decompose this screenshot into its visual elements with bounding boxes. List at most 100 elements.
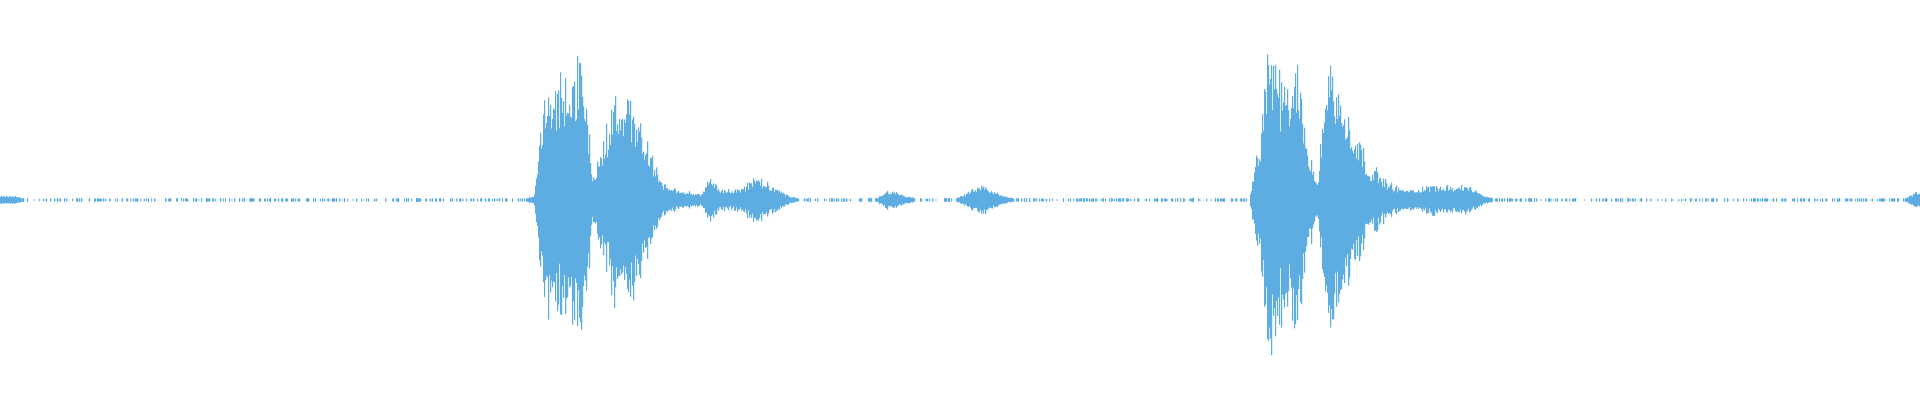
waveform-column <box>968 191 970 208</box>
waveform-column <box>795 197 797 202</box>
waveform-column <box>1319 170 1321 232</box>
waveform-column <box>1350 149 1352 259</box>
waveform-column <box>471 198 473 202</box>
waveform-column <box>1166 198 1168 202</box>
waveform-column <box>1 195 3 205</box>
waveform-column <box>1877 198 1879 202</box>
waveform-column <box>4 196 6 204</box>
waveform-column <box>769 190 771 211</box>
waveform-column <box>1296 112 1298 296</box>
waveform-column <box>591 174 593 225</box>
waveform-column <box>1438 191 1440 209</box>
waveform-column <box>763 185 765 215</box>
waveform-column <box>654 170 656 231</box>
waveform-column <box>95 198 97 202</box>
waveform-column <box>1499 198 1501 202</box>
waveform-column <box>784 194 786 207</box>
waveform-column <box>633 116 635 301</box>
waveform-column <box>1259 159 1261 244</box>
waveform-column <box>1439 188 1441 211</box>
waveform-column <box>722 189 724 210</box>
waveform-column <box>1246 198 1248 202</box>
waveform-column <box>293 198 295 202</box>
waveform-column <box>600 157 602 249</box>
waveform-column <box>780 193 782 207</box>
waveform-column <box>1458 188 1460 212</box>
waveform-column <box>1370 180 1372 223</box>
waveform-column <box>897 193 899 207</box>
waveform-column <box>206 198 208 202</box>
waveform-column <box>1466 187 1468 212</box>
waveform-column <box>99 198 101 202</box>
waveform-column <box>1764 198 1766 202</box>
waveform-column <box>1450 186 1452 213</box>
waveform-column <box>1308 166 1310 238</box>
waveform-column <box>1272 110 1274 295</box>
waveform-column <box>618 133 620 276</box>
waveform-column <box>1412 190 1414 209</box>
waveform-column <box>913 198 915 202</box>
waveform-column <box>66 198 68 202</box>
waveform-column <box>703 191 705 209</box>
waveform-column <box>581 75 583 330</box>
waveform-column <box>578 109 580 290</box>
waveform-column <box>717 190 719 209</box>
waveform-column <box>1354 149 1356 259</box>
waveform-column <box>201 198 203 202</box>
waveform-column <box>1814 198 1816 202</box>
waveform-column <box>1702 198 1704 202</box>
waveform-column <box>494 198 496 202</box>
waveform-column <box>787 195 789 205</box>
waveform-column <box>1316 183 1318 217</box>
waveform-column <box>18 197 20 203</box>
waveform-column <box>592 181 594 217</box>
waveform-column <box>542 144 544 256</box>
waveform-column <box>564 126 566 275</box>
waveform-column <box>1008 198 1010 202</box>
waveform-column <box>1222 198 1224 202</box>
waveform-column <box>1573 198 1575 202</box>
waveform-column <box>1496 198 1498 202</box>
waveform-column <box>743 189 745 212</box>
waveform-column <box>1716 198 1718 202</box>
waveform-column <box>1908 197 1910 203</box>
waveform-column <box>1471 190 1473 210</box>
waveform-column <box>1198 198 1200 202</box>
waveform-column <box>932 198 934 202</box>
waveform-column <box>1112 198 1114 202</box>
waveform-column <box>1307 155 1309 238</box>
waveform-column <box>630 100 632 297</box>
waveform-column <box>791 197 793 204</box>
waveform-column <box>1265 91 1267 305</box>
waveform-column <box>963 196 965 205</box>
waveform-column <box>882 196 884 205</box>
waveform-column <box>1010 197 1012 203</box>
waveform-column <box>208 198 210 202</box>
waveform-column <box>1387 189 1389 212</box>
waveform-column <box>1712 198 1714 202</box>
waveform-column <box>1001 195 1003 205</box>
waveform-column <box>877 198 879 202</box>
waveform-column <box>1277 94 1279 317</box>
waveform-column <box>1005 197 1007 203</box>
waveform-column <box>682 192 684 208</box>
waveform-column <box>1313 171 1315 225</box>
waveform-column <box>1079 198 1081 202</box>
waveform-column <box>328 198 330 202</box>
waveform-column <box>556 130 558 274</box>
waveform-column <box>1548 198 1550 202</box>
waveform-column <box>1070 198 1072 202</box>
waveform-column <box>1755 198 1757 202</box>
waveform-column <box>1911 195 1913 205</box>
waveform-column <box>989 192 991 208</box>
waveform-column <box>675 189 677 210</box>
waveform-column <box>366 198 368 202</box>
waveform-column <box>708 184 710 215</box>
waveform-column <box>1375 171 1377 231</box>
waveform-column <box>298 198 300 202</box>
waveform-column <box>1417 192 1419 208</box>
waveform-column <box>1426 186 1428 215</box>
waveform-column <box>1177 198 1179 202</box>
waveform-column <box>327 198 329 202</box>
waveform-column <box>1825 198 1827 202</box>
